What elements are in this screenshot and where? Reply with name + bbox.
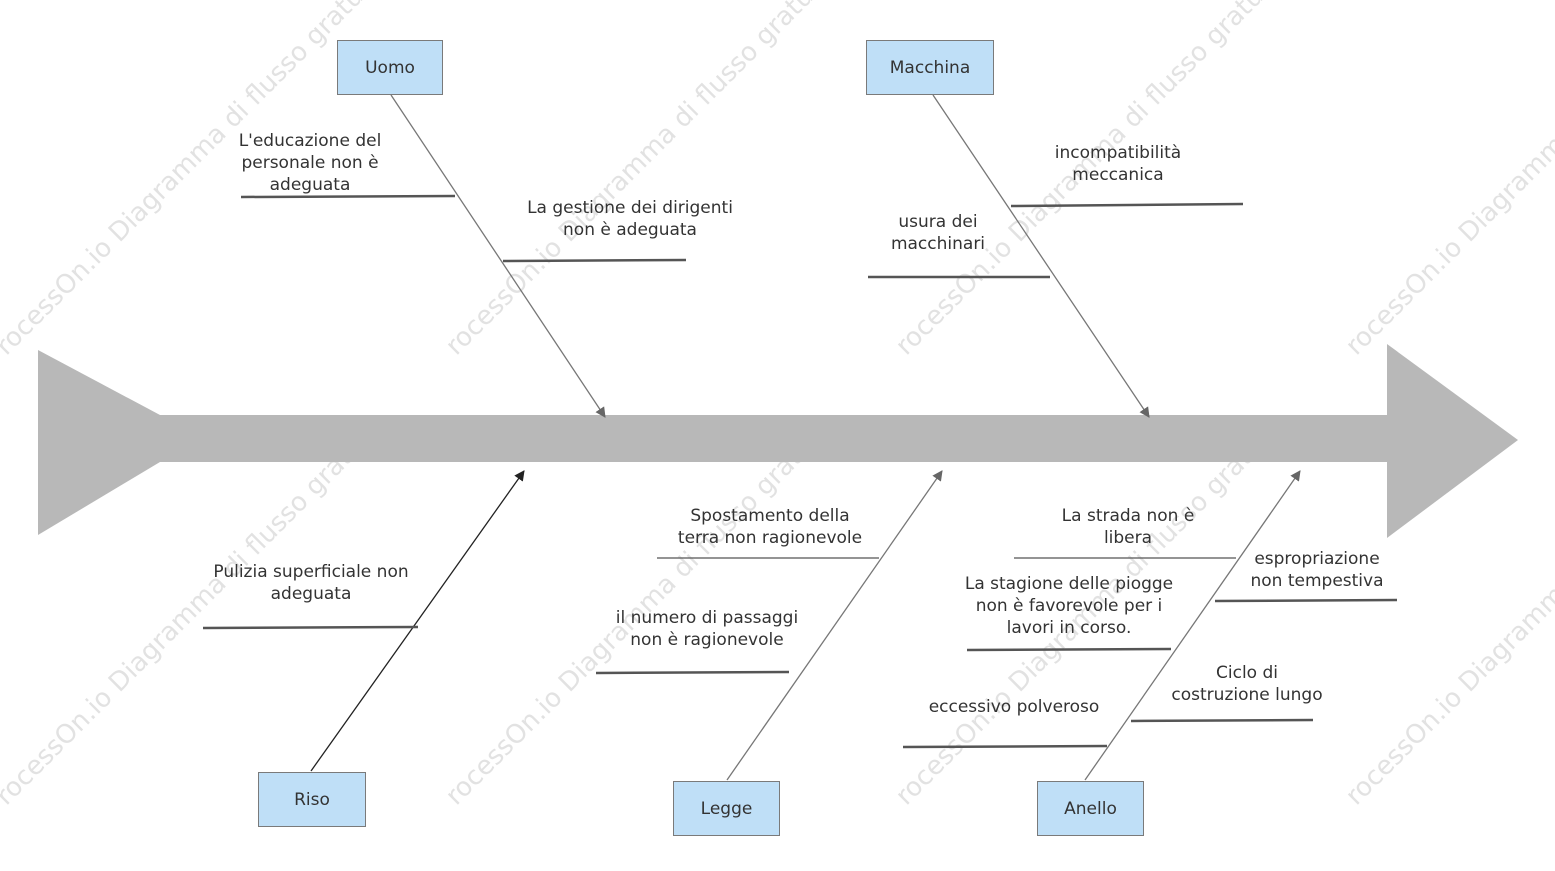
cause-line — [202, 625, 419, 630]
cause-label-uomo-2: La gestione dei dirigenti non è adeguata — [527, 198, 733, 240]
spine-body — [150, 415, 1390, 462]
category-box-riso[interactable]: Riso — [258, 772, 366, 827]
cause-label-riso-1: Pulizia superficiale non adeguata — [213, 562, 409, 604]
cause-line — [595, 670, 790, 675]
spine-tail — [38, 350, 160, 535]
category-box-anello[interactable]: Anello — [1037, 781, 1144, 836]
bone-legge — [726, 470, 943, 781]
cause-label-anello-4: Ciclo di costruzione lungo — [1171, 663, 1323, 705]
cause-label-macchina-1: incompatibilità meccanica — [1054, 143, 1182, 185]
cause-label-legge-2: il numero di passaggi non è ragionevole — [615, 608, 799, 650]
bone-anello — [1084, 470, 1301, 781]
cause-line — [240, 194, 456, 199]
bone-riso — [310, 470, 525, 772]
cause-line — [902, 744, 1108, 749]
category-box-macchina[interactable]: Macchina — [866, 40, 994, 95]
cause-label-legge-1: Spostamento della terra non ragionevole — [677, 506, 863, 548]
category-box-legge[interactable]: Legge — [673, 781, 780, 836]
cause-label-anello-2: espropriazione non tempestiva — [1250, 549, 1384, 591]
cause-label-anello-5: eccessivo polveroso — [928, 697, 1100, 717]
spine-head — [1387, 344, 1518, 538]
bone-uomo — [390, 94, 606, 418]
cause-label-anello-3: La stagione delle piogge non è favorevol… — [964, 574, 1174, 638]
cause-line — [966, 647, 1172, 652]
cause-line — [1010, 202, 1244, 208]
bone-macchina — [932, 94, 1150, 418]
cause-label-uomo-1: L'educazione del personale non è adeguat… — [238, 131, 382, 195]
cause-line — [502, 258, 687, 263]
cause-line — [1214, 598, 1398, 603]
cause-label-macchina-2: usura dei macchinari — [890, 212, 986, 254]
cause-line — [1130, 718, 1314, 723]
cause-label-anello-1: La strada non è libera — [1061, 506, 1195, 548]
category-box-uomo[interactable]: Uomo — [337, 40, 443, 95]
